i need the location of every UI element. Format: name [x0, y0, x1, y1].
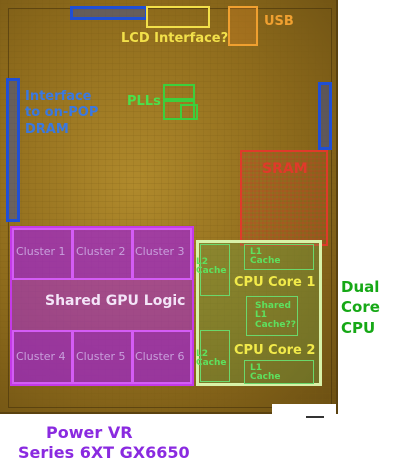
- shared-l1-cache-block: [246, 296, 298, 336]
- plls-label: PLLs: [127, 94, 161, 109]
- dram-interface-label: Interface to on-POP DRAM: [25, 89, 98, 138]
- l1-cache-top-label: L1 Cache: [250, 247, 281, 267]
- l1-cache-top-block: [244, 244, 314, 270]
- l1-cache-bottom-block: [244, 360, 314, 384]
- l2-cache-top-line-1: L2: [196, 257, 208, 267]
- l1-cache-bottom-line-1: L1: [250, 363, 262, 373]
- shared-l1-cache-line-3: Cache??: [255, 319, 296, 330]
- usb-block: [228, 6, 258, 46]
- l2-cache-top-label: L2 Cache: [196, 257, 227, 277]
- gpu-cluster-3-label: Cluster 3: [135, 245, 185, 258]
- l2-cache-bottom-line-1: L2: [196, 349, 208, 359]
- dram-interface-left-block: [6, 78, 20, 222]
- shared-l1-cache-line-2: L1: [255, 310, 267, 321]
- cpu-core-1-label: CPU Core 1: [234, 275, 316, 290]
- power-vr-caption: Power VR Series 6XT GX6650: [18, 423, 190, 463]
- l2-cache-bottom-label: L2 Cache: [196, 349, 227, 369]
- power-vr-line-2: Series 6XT GX6650: [18, 443, 190, 462]
- gpu-cluster-6: [132, 330, 192, 384]
- lcd-interface-label: LCD Interface?: [121, 31, 229, 46]
- pll-block-1: [163, 84, 195, 100]
- dual-core-cpu-caption: Dual Core CPU: [341, 277, 380, 338]
- gpu-cluster-6-label: Cluster 6: [135, 350, 185, 363]
- dual-core-line-2: Core: [341, 298, 380, 317]
- dram-interface-right-block: [318, 82, 332, 150]
- shared-gpu-logic-label: Shared GPU Logic: [45, 293, 186, 309]
- gpu-cluster-3: [132, 228, 192, 280]
- gpu-block: [10, 226, 194, 386]
- l1-cache-bottom-line-2: Cache: [250, 372, 281, 383]
- power-vr-line-1: Power VR: [46, 423, 133, 442]
- dual-core-line-3: CPU: [341, 318, 376, 337]
- cpu-core-2-label: CPU Core 2: [234, 343, 316, 358]
- gpu-cluster-1-label: Cluster 1: [16, 245, 66, 258]
- usb-label: USB: [264, 14, 294, 29]
- shared-l1-cache-line-1: Shared: [255, 301, 291, 311]
- l2-cache-top-block: [200, 244, 230, 296]
- gpu-cluster-2-label: Cluster 2: [76, 245, 126, 258]
- top-interface-block: [70, 6, 148, 20]
- sram-block: [240, 150, 328, 246]
- sram-label: SRAM: [262, 161, 308, 177]
- l1-cache-top-line-1: L1: [250, 247, 262, 257]
- gpu-cluster-5-label: Cluster 5: [76, 350, 126, 363]
- cpu-block: [196, 240, 322, 386]
- l2-cache-bottom-block: [200, 330, 230, 382]
- gpu-cluster-4-label: Cluster 4: [16, 350, 66, 363]
- shared-l1-cache-label: Shared L1 Cache??: [255, 301, 296, 330]
- gpu-cluster-5: [72, 330, 133, 384]
- l1-cache-top-line-2: Cache: [250, 256, 281, 267]
- dram-interface-line-3: DRAM: [25, 121, 69, 137]
- gpu-cluster-4: [12, 330, 73, 384]
- corner-mark: [306, 416, 324, 418]
- l2-cache-bottom-line-2: Cache: [196, 358, 227, 369]
- image-corner-notch: [272, 404, 336, 418]
- dram-interface-line-2: to on-POP: [25, 105, 99, 121]
- pll-block-3: [180, 104, 198, 120]
- gpu-cluster-1: [12, 228, 73, 280]
- l2-cache-top-line-2: Cache: [196, 266, 227, 277]
- dual-core-line-1: Dual: [341, 278, 380, 296]
- l1-cache-bottom-label: L1 Cache: [250, 363, 281, 383]
- pll-block-2: [163, 100, 195, 120]
- lcd-interface-block: [146, 6, 210, 28]
- dram-interface-line-1: Interface: [25, 89, 92, 104]
